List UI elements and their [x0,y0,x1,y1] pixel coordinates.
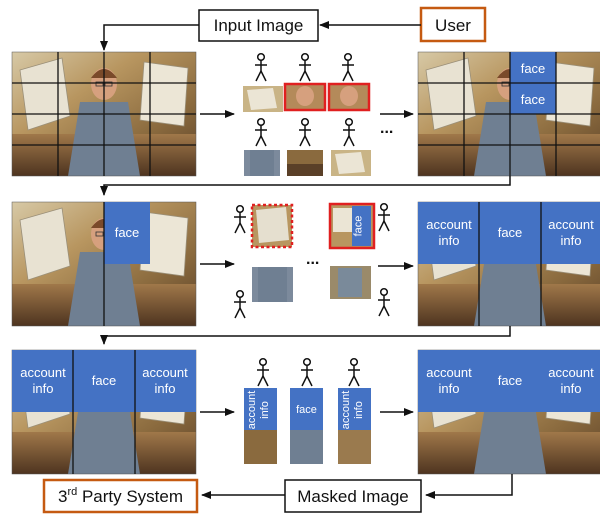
row2-crowd-tiles: ... face [233,202,391,319]
row3-input-image: account info face account info [11,349,197,475]
mask-face-label: face [296,404,317,416]
row2-result-image: account info face account info [417,201,600,327]
result-to-masked-arrow [425,474,513,499]
mask-face-label: face [498,373,523,388]
third-party-system-label: 3rd Party System [58,486,183,506]
mask-face-label: face [521,92,546,107]
mask-account-label: account [426,217,472,232]
mask-account-label: account [246,391,258,430]
mask-info-label: info [561,381,582,396]
third-party-number: 3 [58,487,67,506]
mask-face-label: face [353,216,365,237]
mask-info-label: info [33,381,54,396]
highlight-tile [283,82,327,112]
third-party-text: Party System [77,487,183,506]
mask-info-label: info [353,401,365,419]
person-icon [377,287,391,317]
mask-info-label: info [439,381,460,396]
input-image-label: Input Image [214,16,304,35]
highlight-tile [328,202,376,250]
ellipsis: ... [380,120,393,137]
mask-account-label: account [340,391,352,430]
mask-account-label: account [548,365,594,380]
user-node: User [419,6,487,43]
person-icon [298,52,312,82]
person-icon [254,117,268,147]
third-party-superscript: rd [67,486,77,498]
person-icon [233,289,247,319]
row1-result-image: face face [417,51,600,177]
highlight-tile [327,82,371,112]
row1-crowd-tiles: ... [243,52,393,176]
person-icon [341,52,355,82]
mask-info-label: info [259,401,271,419]
ellipsis: ... [306,251,319,268]
masked-image-label: Masked Image [297,487,409,506]
row3-crowd-strips: account info face account info [244,357,371,464]
person-icon [300,357,314,387]
person-icon [298,117,312,147]
mask-info-label: info [561,233,582,248]
row3-result-image: account info face account info [417,349,600,475]
third-party-system-node: 3rd Party System [42,478,199,514]
mask-account-label: account [426,365,472,380]
row2-input-image: face [11,201,197,327]
mask-face-label: face [498,225,523,240]
mask-account-label: account [142,365,188,380]
person-icon [347,357,361,387]
dashed-highlight-tile [250,203,294,249]
mask-account-label: account [548,217,594,232]
row1-original-image [11,51,197,177]
user-label: User [435,16,471,35]
person-icon [377,202,391,232]
input-image-node: Input Image [198,9,319,42]
masked-image-node: Masked Image [284,479,422,513]
mask-account-label: account [20,365,66,380]
person-icon [254,52,268,82]
row2-to-row3-connector [100,326,511,345]
person-icon [256,357,270,387]
mask-info-label: info [439,233,460,248]
input-to-photo-arrow [100,24,199,51]
mask-face-label: face [115,225,140,240]
mask-info-label: info [155,381,176,396]
mask-face-label: face [521,61,546,76]
person-icon [342,117,356,147]
row1-to-row2-connector [100,176,511,196]
person-icon [233,204,247,234]
mask-face-label: face [92,373,117,388]
